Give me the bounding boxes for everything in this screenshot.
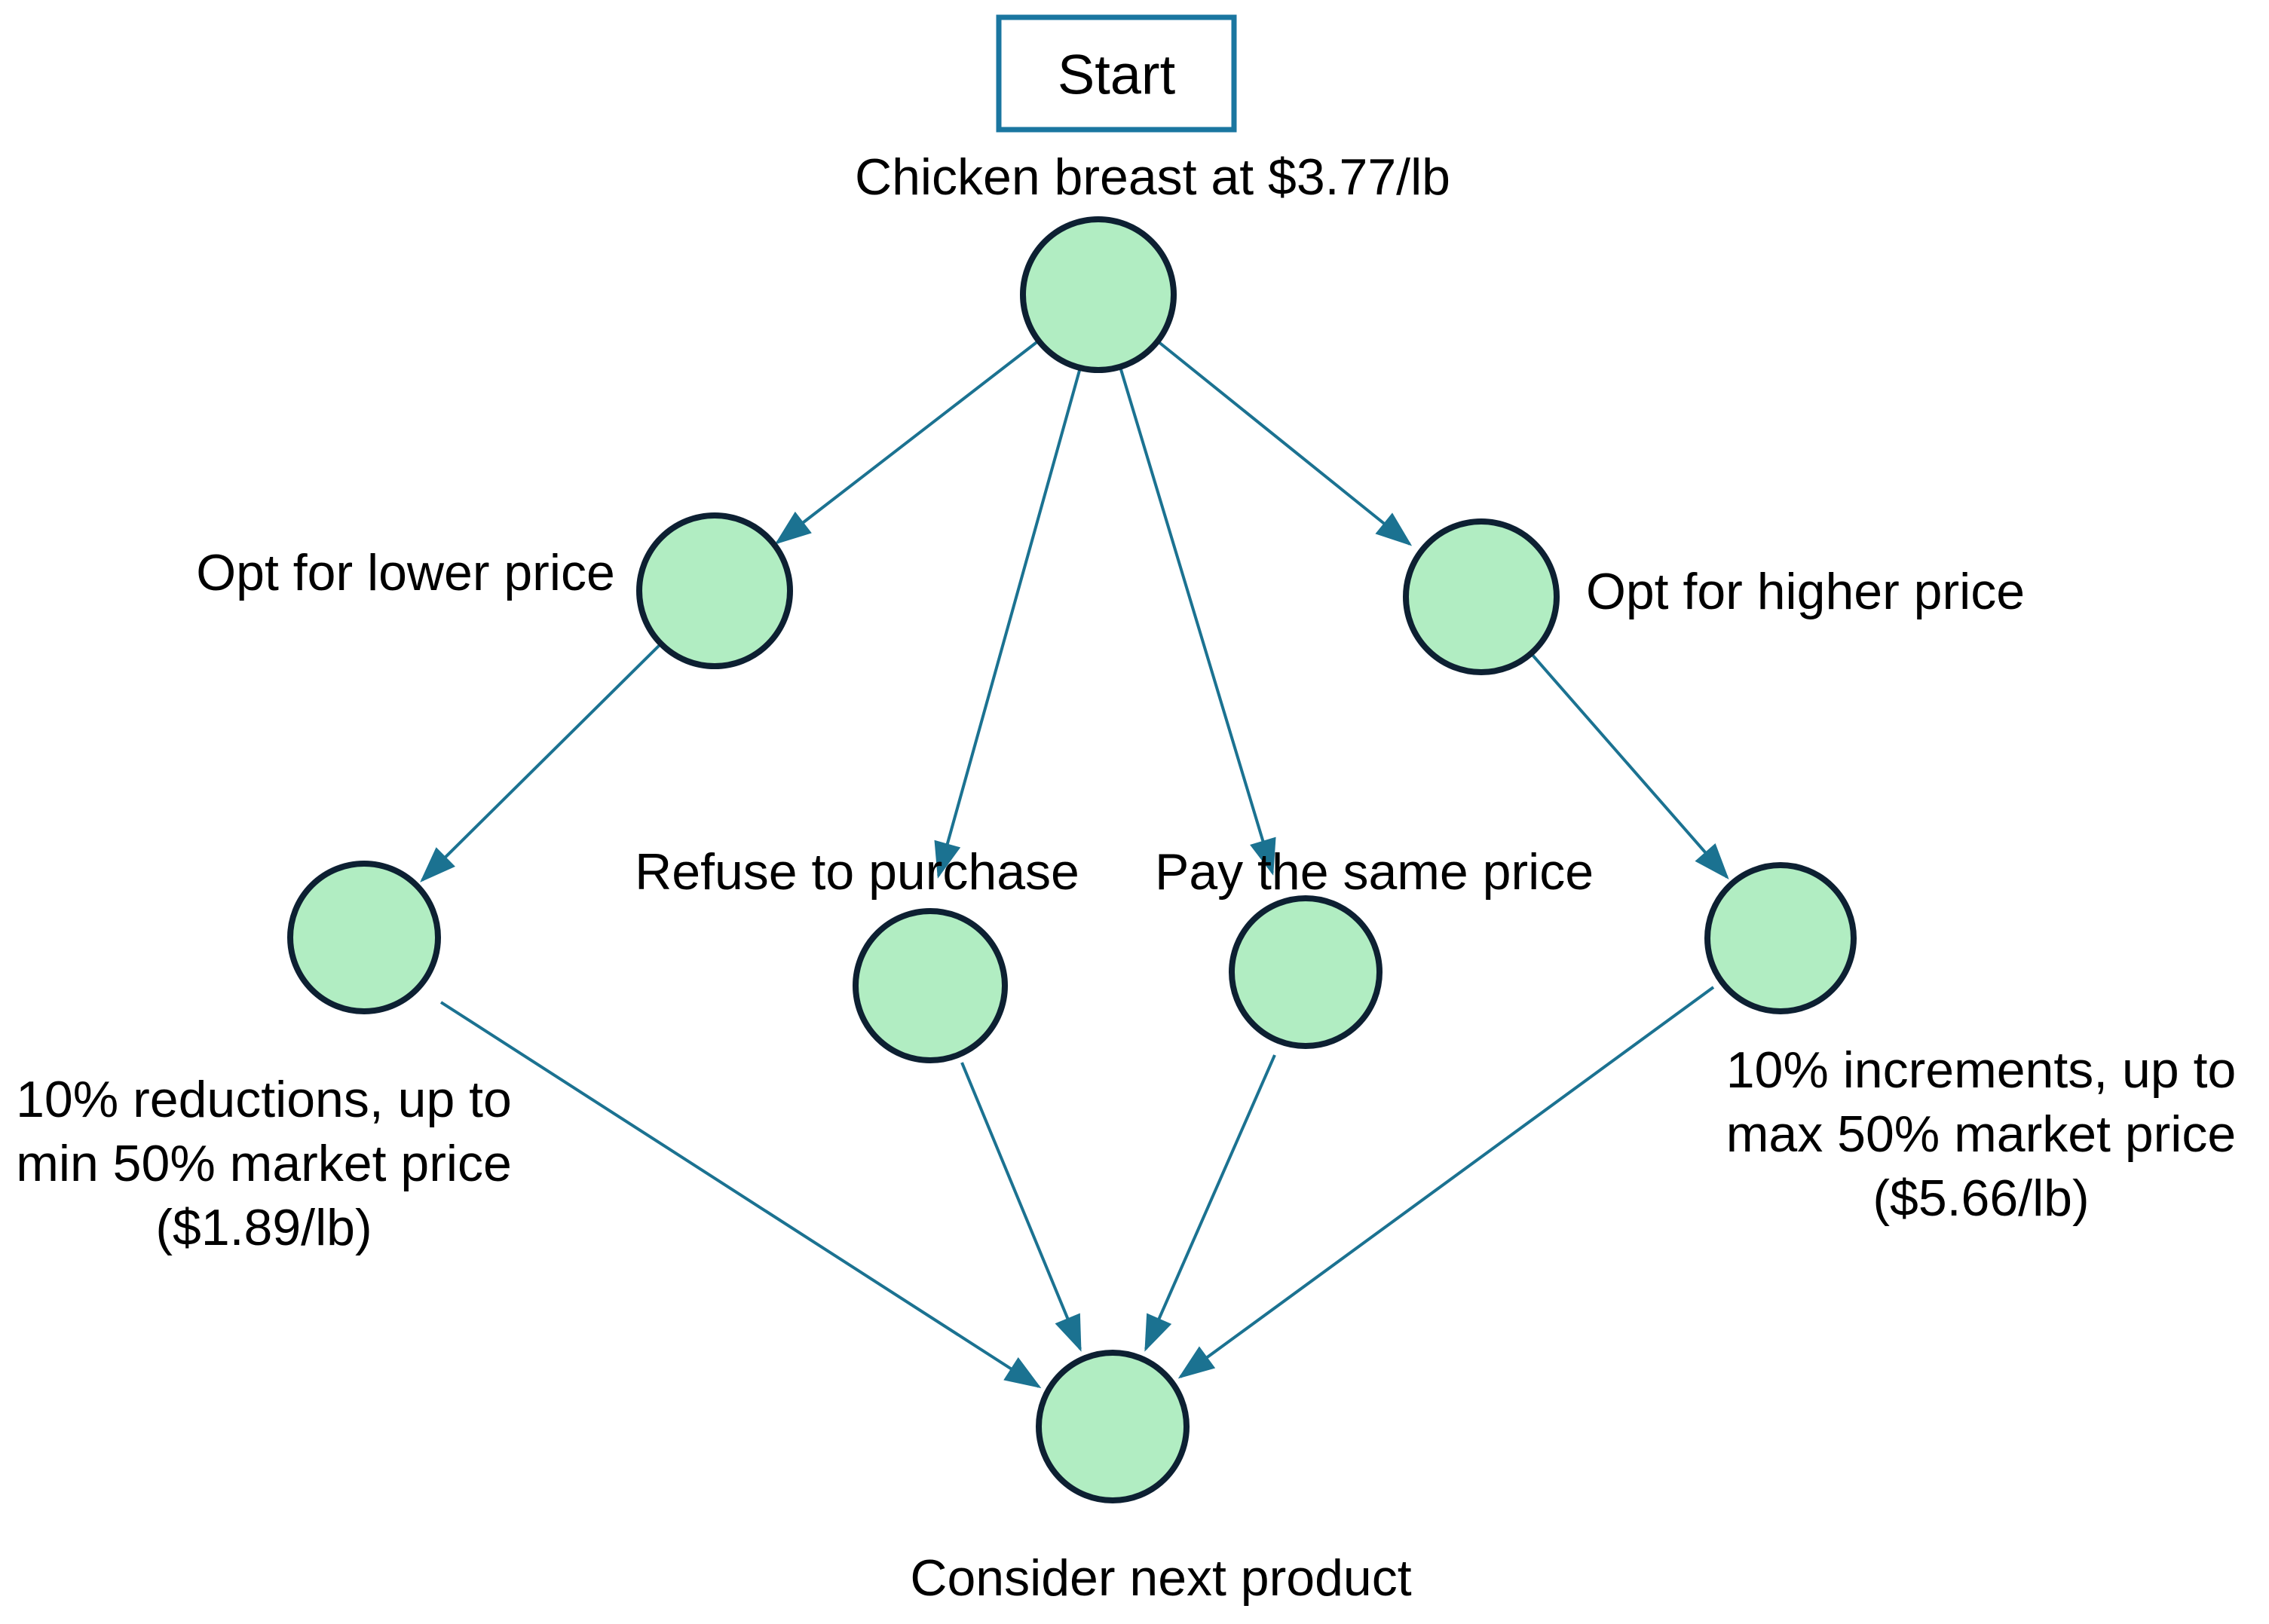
label-opt-lower-price: Opt for lower price	[196, 544, 615, 601]
node-opt-higher-price	[1403, 518, 1560, 675]
label-opt-higher-price: Opt for higher price	[1586, 563, 2025, 620]
node-consider-next-product	[1036, 1350, 1190, 1503]
edge-start-to-same	[1119, 366, 1276, 876]
edge-same-to-next	[1144, 1054, 1276, 1352]
nodes-layer	[287, 216, 1857, 1503]
label-pay-same-price: Pay the same price	[1155, 843, 1594, 901]
node-pay-same-price	[1229, 895, 1383, 1049]
node-refuse-to-purchase	[853, 908, 1008, 1063]
edges-layer	[420, 339, 1729, 1389]
node-max-50-price	[1704, 862, 1857, 1014]
edge-refuse-to-next	[960, 1062, 1082, 1352]
edge-start-to-lower	[774, 339, 1040, 545]
edge-min-to-next	[439, 1001, 1042, 1389]
node-chicken-breast	[1020, 216, 1177, 373]
edge-start-to-refuse	[934, 367, 1082, 879]
label-chicken-breast: Chicken breast at $3.77/lb	[855, 148, 1450, 206]
start-box-label: Start	[1058, 44, 1176, 106]
node-min-50-price	[287, 861, 441, 1014]
edge-start-to-higher	[1156, 340, 1413, 546]
start-box	[996, 14, 1237, 133]
label-consider-next-product: Consider next product	[910, 1549, 1411, 1607]
edge-higher-to-max	[1530, 652, 1729, 880]
node-opt-lower-price	[636, 512, 793, 669]
label-refuse-to-purchase: Refuse to purchase	[635, 843, 1079, 901]
edge-lower-to-min	[420, 642, 663, 882]
edge-max-to-next	[1177, 986, 1715, 1379]
